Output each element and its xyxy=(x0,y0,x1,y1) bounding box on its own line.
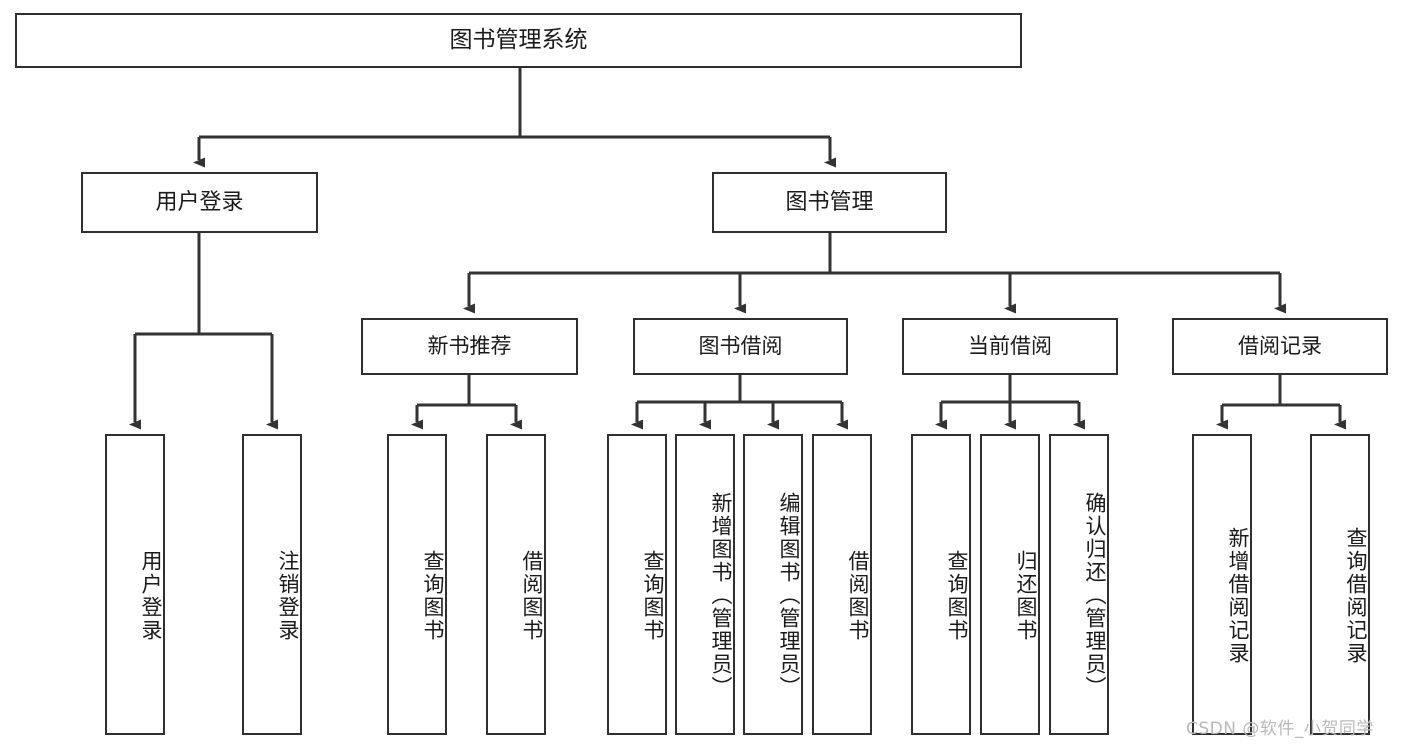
leaf-edit-book-admin[interactable]: 编辑图书（管理员） xyxy=(743,434,803,735)
watermark: CSDN @软件_小贺同学 xyxy=(1186,719,1374,739)
node-label: 新书推荐 xyxy=(427,334,512,359)
node-label: 借阅记录 xyxy=(1238,334,1322,359)
node-borrow-record[interactable]: 借阅记录 xyxy=(1172,318,1388,375)
node-label: 查询借阅记录 xyxy=(1344,526,1368,665)
node-label: 查询图书 xyxy=(945,549,969,642)
node-label: 编辑图书（管理员） xyxy=(777,492,801,699)
leaf-user-login[interactable]: 用户登录 xyxy=(105,434,165,735)
node-label: 借阅图书 xyxy=(520,549,544,642)
leaf-query-book-current[interactable]: 查询图书 xyxy=(911,434,971,735)
node-label: 确认归还（管理员） xyxy=(1083,492,1107,699)
leaf-logout[interactable]: 注销登录 xyxy=(242,434,302,735)
node-new-book-recommend[interactable]: 新书推荐 xyxy=(361,318,578,375)
node-current-borrow[interactable]: 当前借阅 xyxy=(902,318,1118,375)
node-label: 查询图书 xyxy=(641,549,665,642)
leaf-query-book-borrow[interactable]: 查询图书 xyxy=(607,434,667,735)
node-label: 用户登录 xyxy=(139,549,163,642)
leaf-return-book[interactable]: 归还图书 xyxy=(980,434,1040,735)
node-label: 当前借阅 xyxy=(968,334,1052,359)
node-label: 借阅图书 xyxy=(846,549,870,642)
leaf-query-book-recommend[interactable]: 查询图书 xyxy=(387,434,447,735)
leaf-confirm-return-admin[interactable]: 确认归还（管理员） xyxy=(1049,434,1109,735)
node-label: 图书管理 xyxy=(785,189,874,215)
node-label: 新增图书（管理员） xyxy=(709,492,733,699)
node-label: 图书借阅 xyxy=(698,334,783,359)
node-label: 注销登录 xyxy=(276,549,300,642)
node-label: 用户登录 xyxy=(155,189,244,215)
node-book-borrow[interactable]: 图书借阅 xyxy=(633,318,848,375)
leaf-add-borrow-record[interactable]: 新增借阅记录 xyxy=(1192,434,1252,735)
node-label: 图书管理系统 xyxy=(449,26,588,53)
leaf-query-borrow-record[interactable]: 查询借阅记录 xyxy=(1310,434,1370,735)
node-label: 新增借阅记录 xyxy=(1226,526,1250,665)
node-book-management[interactable]: 图书管理 xyxy=(712,172,947,233)
leaf-borrow-book[interactable]: 借阅图书 xyxy=(812,434,872,735)
node-label: 查询图书 xyxy=(421,549,445,642)
node-root-library-system[interactable]: 图书管理系统 xyxy=(15,13,1022,68)
leaf-borrow-book-recommend[interactable]: 借阅图书 xyxy=(486,434,546,735)
leaf-add-book-admin[interactable]: 新增图书（管理员） xyxy=(675,434,735,735)
node-user-login[interactable]: 用户登录 xyxy=(81,172,318,233)
node-label: 归还图书 xyxy=(1014,549,1038,642)
